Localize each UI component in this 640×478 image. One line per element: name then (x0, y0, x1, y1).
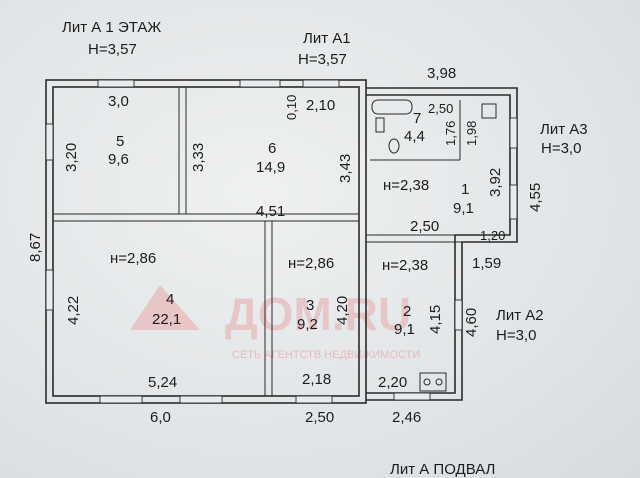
dim-label: 6,0 (150, 409, 171, 426)
dim-label: 3,33 (190, 143, 207, 172)
title-lit-a1: Лит А1 (303, 30, 351, 47)
dim-label: 8,67 (27, 233, 44, 262)
fixtures (371, 99, 497, 392)
room-area: 9,6 (108, 151, 129, 168)
height-room-3: н=2,86 (288, 255, 334, 272)
room-area: 9,2 (297, 316, 318, 333)
boiler-icon (481, 103, 497, 119)
title-lit-a2-height: Н=3,0 (496, 327, 536, 344)
dim-label: 3,0 (108, 93, 129, 110)
dim-label: 3,43 (337, 154, 354, 183)
title-basement: Лит А ПОДВАЛ (390, 461, 495, 478)
walls (45, 79, 518, 404)
windows (45, 79, 518, 404)
dim-label: 4,60 (463, 308, 480, 337)
dim-label: 3,20 (63, 143, 80, 172)
watermark-roof-icon (130, 285, 200, 330)
stove-icon (419, 372, 447, 392)
dim-label: 4,20 (334, 296, 351, 325)
room-4: 4 22,1 (152, 291, 181, 328)
room-area: 14,9 (256, 159, 285, 176)
height-room-4: н=2,86 (110, 250, 156, 267)
room-number: 2 (403, 303, 411, 320)
title-lit-a2: Лит А2 (496, 307, 544, 324)
dim-label: 4,15 (427, 305, 444, 334)
room-number: 4 (166, 291, 174, 308)
dim-label: 3,92 (487, 168, 504, 197)
dim-label: 2,20 (378, 374, 407, 391)
room-6: 6 14,9 (256, 140, 285, 176)
dim-label: 2,50 (410, 218, 439, 235)
dimensions: 3,0 2,10 0,10 3,98 2,50 1,76 1,98 3,20 3… (27, 65, 544, 426)
dim-label: 4,55 (527, 183, 544, 212)
room-area: 9,1 (394, 321, 415, 338)
toilet-icon (388, 138, 400, 154)
dim-label: 2,50 (428, 101, 453, 116)
sink-icon (375, 117, 385, 133)
dim-label: 0,10 (284, 95, 299, 120)
dim-label: 2,18 (302, 371, 331, 388)
title-lit-a3-height: Н=3,0 (541, 140, 581, 157)
dim-label: 1,98 (464, 121, 479, 146)
watermark: ДОМ.RU СЕТЬ АГЕНТСТВ НЕДВИЖИМОСТИ (130, 285, 420, 361)
title-lit-a1-height: Н=3,57 (298, 51, 347, 68)
room-2: 2 9,1 (394, 303, 415, 338)
dim-label: 5,24 (148, 374, 177, 391)
room-3: 3 9,2 (297, 297, 318, 333)
room-number: 5 (116, 133, 124, 150)
dim-label: 1,76 (443, 121, 458, 146)
room-number: 7 (413, 110, 421, 127)
room-1: 1 9,1 (453, 181, 474, 217)
dim-label: 2,50 (305, 409, 334, 426)
title-lit-a-height: Н=3,57 (88, 41, 137, 58)
dim-label: 2,46 (392, 409, 421, 426)
room-area: 9,1 (453, 200, 474, 217)
bathtub-icon (371, 99, 413, 115)
title-lit-a3: Лит А3 (540, 121, 588, 138)
room-number: 3 (306, 297, 314, 314)
dim-label: 4,51 (256, 203, 285, 220)
height-room-2: н=2,38 (382, 257, 428, 274)
dim-label: 2,10 (306, 97, 335, 114)
watermark-logo: ДОМ.RU (225, 288, 411, 340)
dim-label: 1,20 (480, 228, 505, 243)
room-7: 7 4,4 (404, 110, 425, 145)
dim-label: 4,22 (65, 296, 82, 325)
room-area: 4,4 (404, 128, 425, 145)
height-room-1: н=2,38 (383, 177, 429, 194)
title-lit-a: Лит А 1 ЭТАЖ (62, 19, 161, 36)
room-area: 22,1 (152, 311, 181, 328)
dim-label: 1,59 (472, 255, 501, 272)
watermark-tagline: СЕТЬ АГЕНТСТВ НЕДВИЖИМОСТИ (232, 349, 420, 361)
room-5: 5 9,6 (108, 133, 129, 168)
room-number: 1 (461, 181, 469, 198)
dim-label: 3,98 (427, 65, 456, 82)
room-number: 6 (268, 140, 276, 157)
